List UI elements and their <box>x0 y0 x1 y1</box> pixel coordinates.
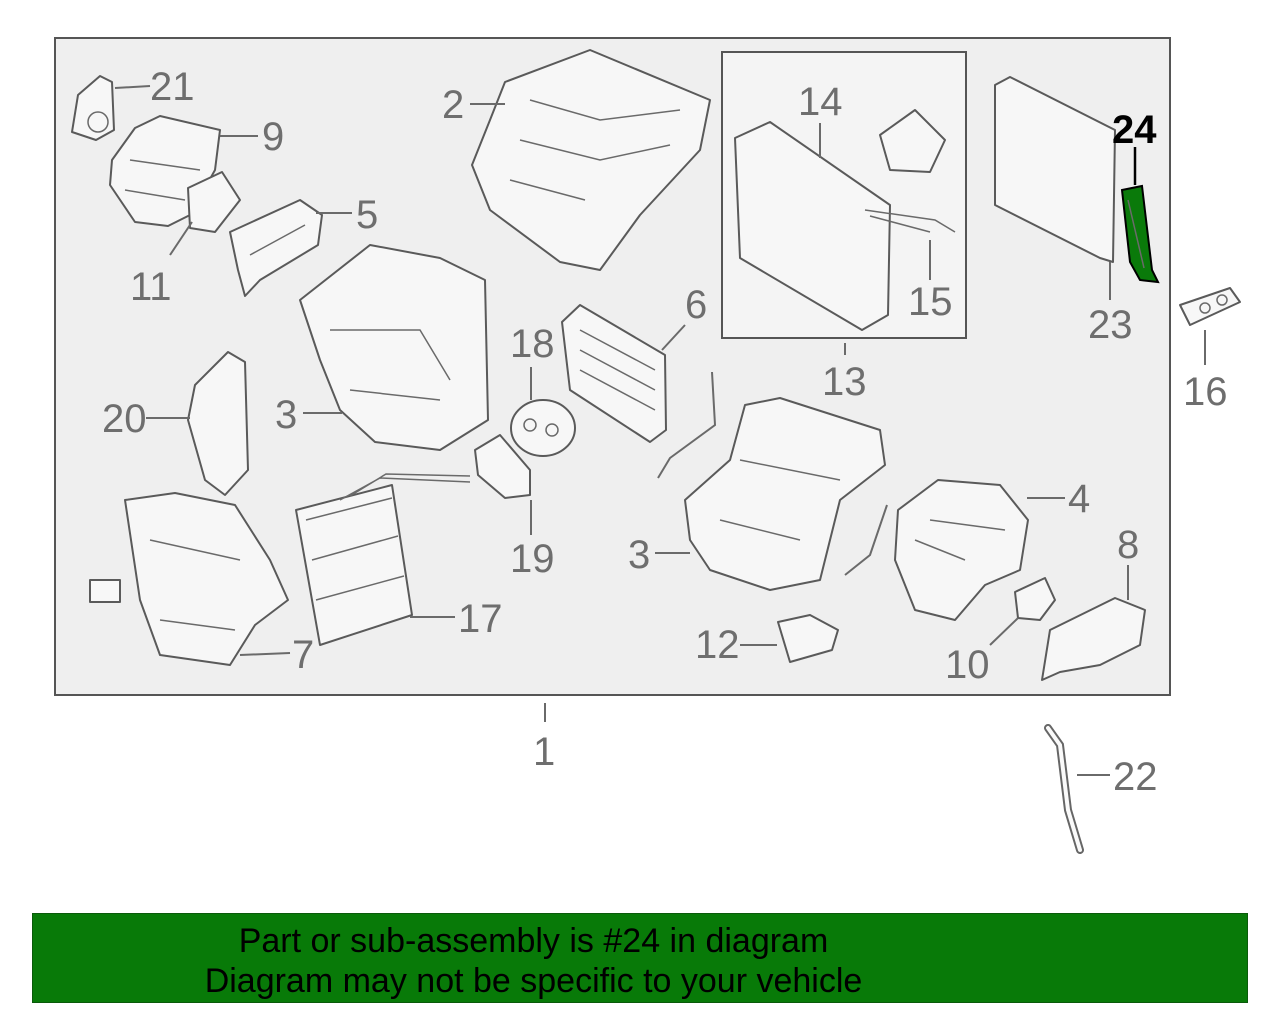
callout-2: 2 <box>442 83 464 127</box>
callout-15: 15 <box>908 280 953 324</box>
callout-12: 12 <box>695 623 740 667</box>
callout-9: 9 <box>262 115 284 159</box>
part-23-filter[interactable] <box>994 76 1116 263</box>
part-7-lower-duct[interactable] <box>89 492 289 666</box>
callout-23: 23 <box>1088 303 1133 347</box>
part-16-plug[interactable] <box>1179 287 1241 326</box>
callout-11: 11 <box>130 265 172 309</box>
callout-16: 16 <box>1183 370 1228 414</box>
banner-line-disclaimer: Diagram may not be specific to your vehi… <box>204 962 863 1000</box>
callout-6: 6 <box>685 283 707 327</box>
callout-3-upper: 3 <box>275 393 297 437</box>
banner-line-part: Part or sub-assembly is #24 in diagram <box>238 922 829 960</box>
part-3-blower-case-upper[interactable] <box>299 244 489 451</box>
callout-24: 24 <box>1112 108 1157 152</box>
callout-19: 19 <box>510 537 555 581</box>
part-8-duct[interactable] <box>1041 597 1146 681</box>
part-17-heater-core[interactable] <box>295 473 471 646</box>
callout-13: 13 <box>822 360 867 404</box>
callout-5: 5 <box>356 193 378 237</box>
drain-pipe <box>657 371 717 479</box>
part-19-gasket[interactable] <box>474 434 531 499</box>
part-12-seal[interactable] <box>777 614 839 663</box>
callout-7: 7 <box>292 633 314 677</box>
part-11-bracket[interactable] <box>187 171 241 233</box>
callout-18: 18 <box>510 322 555 366</box>
part-6-vent[interactable] <box>561 304 667 443</box>
callout-3-lower: 3 <box>628 533 650 577</box>
pipe-lower <box>844 504 888 576</box>
callout-1: 1 <box>533 730 555 774</box>
part-5-bracket[interactable] <box>229 199 323 297</box>
part-4-case[interactable] <box>894 479 1029 621</box>
callout-14: 14 <box>798 80 843 124</box>
callout-4: 4 <box>1068 477 1090 521</box>
callout-22: 22 <box>1113 755 1158 799</box>
callout-10: 10 <box>945 643 990 687</box>
part-2-upper-case[interactable] <box>471 49 711 271</box>
info-banner: Part or sub-assembly is #24 in diagram D… <box>32 913 1248 1003</box>
part-10-actuator[interactable] <box>1014 577 1056 621</box>
part-20-duct[interactable] <box>187 351 249 496</box>
callout-20: 20 <box>102 397 147 441</box>
part-24-seal[interactable] <box>1120 184 1160 284</box>
callout-17: 17 <box>458 597 503 641</box>
part-18-filter[interactable] <box>510 399 576 457</box>
part-3-case-lower[interactable] <box>684 397 886 591</box>
part-14-evaporator[interactable] <box>734 109 956 331</box>
callout-21: 21 <box>150 65 195 109</box>
callout-8: 8 <box>1117 523 1139 567</box>
part-21-actuator[interactable] <box>71 75 115 141</box>
